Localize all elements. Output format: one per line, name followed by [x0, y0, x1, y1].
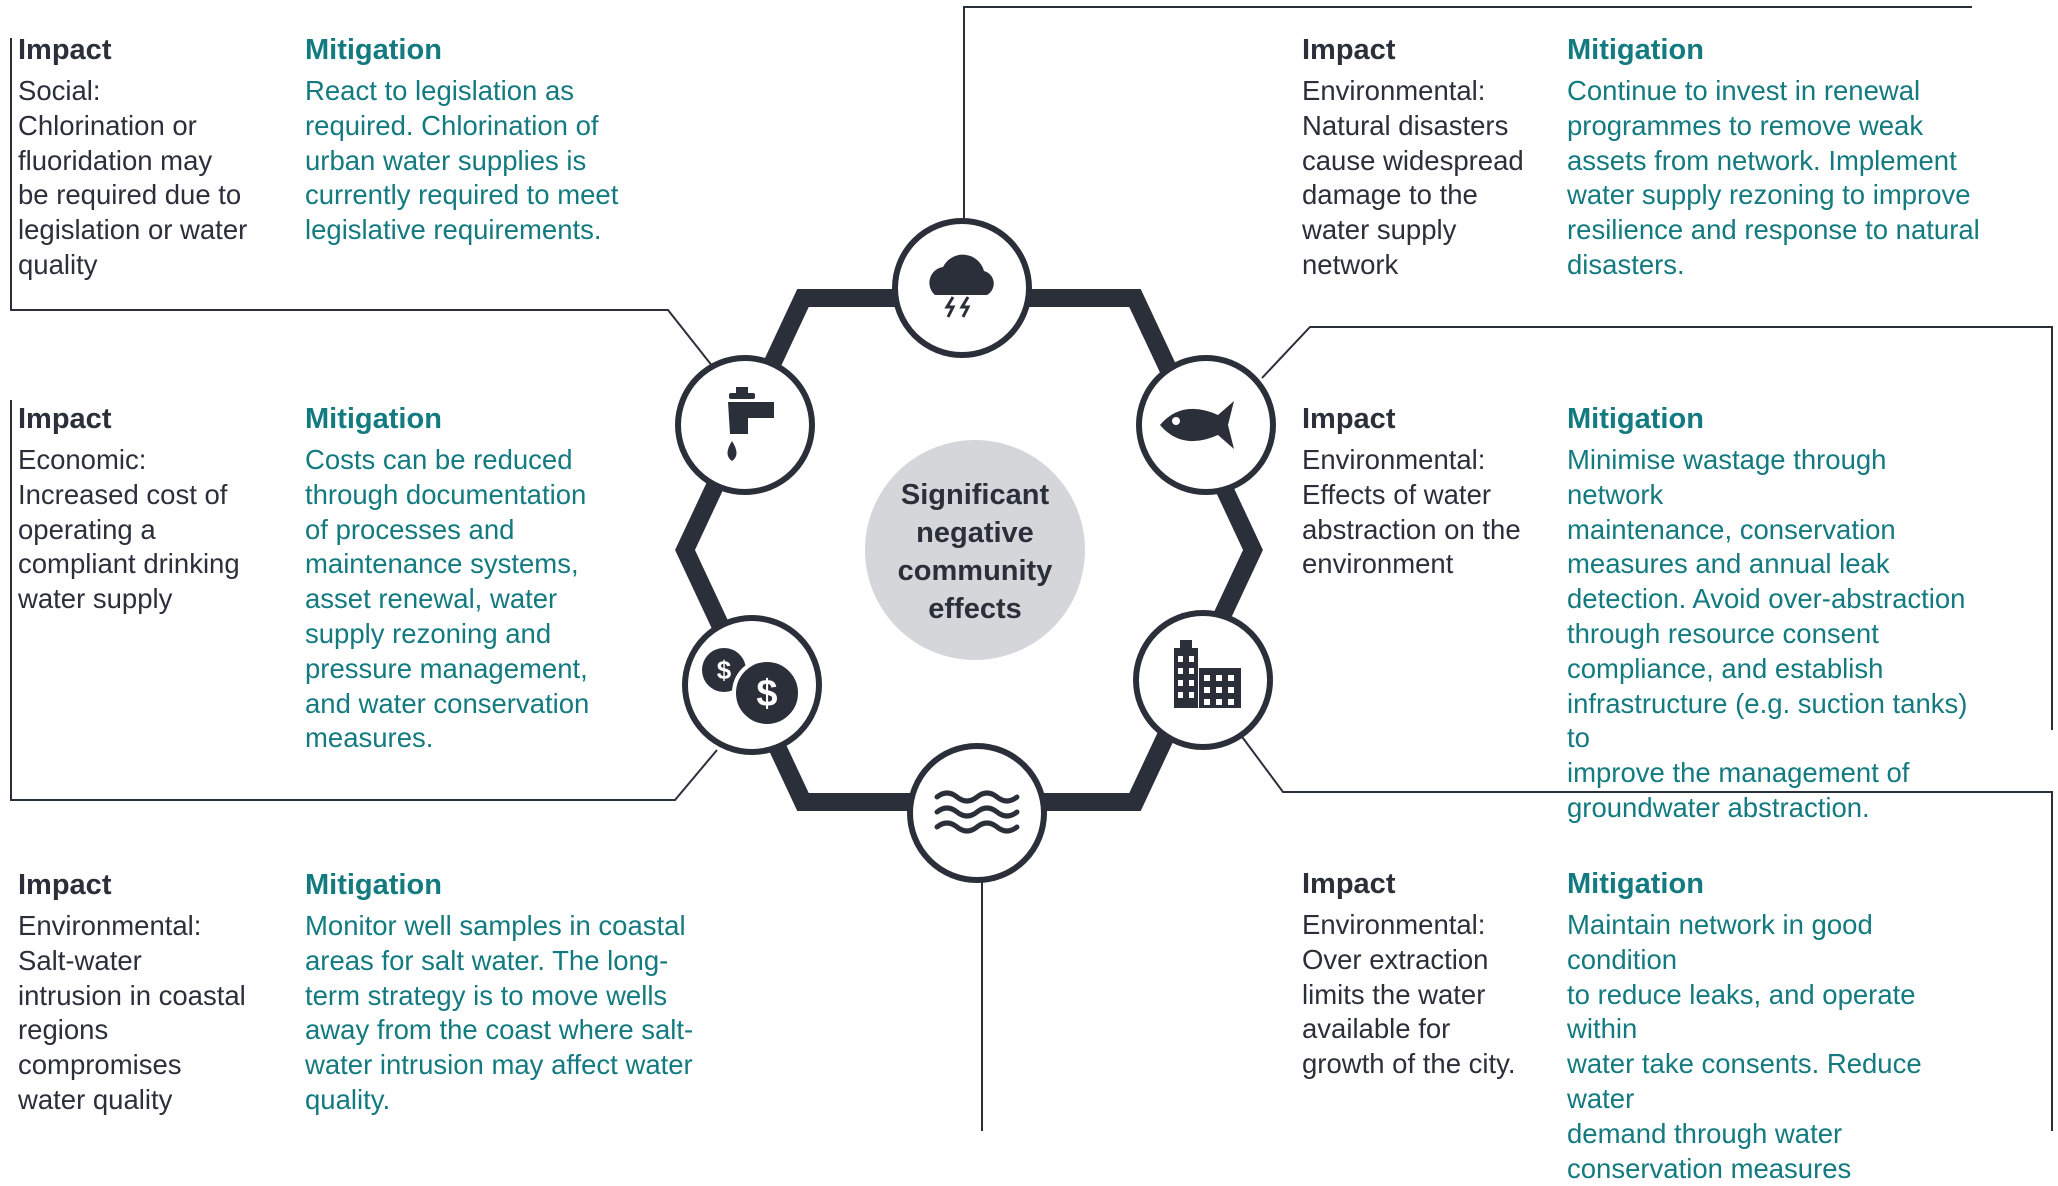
impact-column: Impact Environmental: Natural disasters … — [1302, 32, 1562, 283]
mitigation-text: Costs can be reduced through documentati… — [305, 444, 590, 754]
impact-heading: Impact — [18, 34, 112, 66]
diagram-graphics: $ $ — [10, 6, 2053, 1131]
mitigation-heading: Mitigation — [1567, 868, 1704, 900]
connector-abstraction — [1261, 326, 2053, 730]
impact-column: Impact Environmental: Effects of water a… — [1302, 401, 1562, 582]
connector-social — [10, 38, 714, 368]
impact-heading: Impact — [18, 869, 112, 901]
fish-icon — [1136, 355, 1276, 495]
mitigation-text: React to legislation as required. Chlori… — [305, 75, 619, 246]
mitigation-text: Continue to invest in renewal programmes… — [1567, 75, 1980, 280]
impact-heading: Impact — [1302, 403, 1396, 435]
hexagon-ring — [675, 289, 1263, 811]
water-waves-icon — [907, 743, 1047, 883]
buildings-icon — [1133, 610, 1273, 750]
connector-economic — [10, 400, 718, 801]
mitigation-column: Mitigation Monitor well samples in coast… — [305, 867, 720, 1118]
storm-cloud-icon — [892, 218, 1032, 358]
impact-column: Impact Economic: Increased cost of opera… — [18, 401, 288, 617]
impact-text: Environmental: Over extraction limits th… — [1302, 909, 1516, 1080]
svg-text:$: $ — [717, 655, 732, 685]
impact-heading: Impact — [1302, 34, 1396, 66]
impact-column: Impact Social: Chlorination or fluoridat… — [18, 32, 288, 283]
mitigation-column: Mitigation Maintain network in good cond… — [1567, 866, 1982, 1186]
water-tap-icon — [675, 355, 815, 495]
mitigation-heading: Mitigation — [1567, 34, 1704, 66]
mitigation-column: Mitigation Minimise wastage through netw… — [1567, 401, 1982, 826]
impact-heading: Impact — [1302, 868, 1396, 900]
mitigation-text: Minimise wastage through network mainten… — [1567, 444, 1968, 823]
impact-text: Environmental: Natural disasters cause w… — [1302, 75, 1524, 280]
impact-column: Impact Environmental: Salt-water intrusi… — [18, 867, 288, 1118]
connector-extraction — [1236, 729, 2053, 1131]
mitigation-heading: Mitigation — [305, 869, 442, 901]
center-label: Significant negative community effects — [897, 479, 1053, 625]
mitigation-heading: Mitigation — [1567, 403, 1704, 435]
connector-disasters — [963, 6, 1972, 220]
impact-text: Social: Chlorination or fluoridation may… — [18, 75, 248, 280]
svg-text:$: $ — [756, 673, 777, 715]
impact-text: Environmental: Salt-water intrusion in c… — [18, 910, 246, 1115]
impact-text: Environmental: Effects of water abstract… — [1302, 444, 1521, 580]
impact-text: Economic: Increased cost of operating a … — [18, 444, 240, 615]
impact-heading: Impact — [18, 403, 112, 435]
mitigation-text: Monitor well samples in coastal areas fo… — [305, 910, 694, 1115]
mitigation-column: Mitigation Continue to invest in renewal… — [1567, 32, 1982, 283]
mitigation-column: Mitigation Costs can be reduced through … — [305, 401, 720, 756]
center-circle — [865, 440, 1085, 660]
mitigation-heading: Mitigation — [305, 403, 442, 435]
mitigation-heading: Mitigation — [305, 34, 442, 66]
mitigation-column: Mitigation React to legislation as requi… — [305, 32, 720, 248]
money-icon: $ $ — [682, 615, 822, 755]
mitigation-text: Maintain network in good condition to re… — [1567, 909, 1922, 1184]
impact-column: Impact Environmental: Over extraction li… — [1302, 866, 1562, 1082]
connector-lines — [10, 6, 2053, 1131]
